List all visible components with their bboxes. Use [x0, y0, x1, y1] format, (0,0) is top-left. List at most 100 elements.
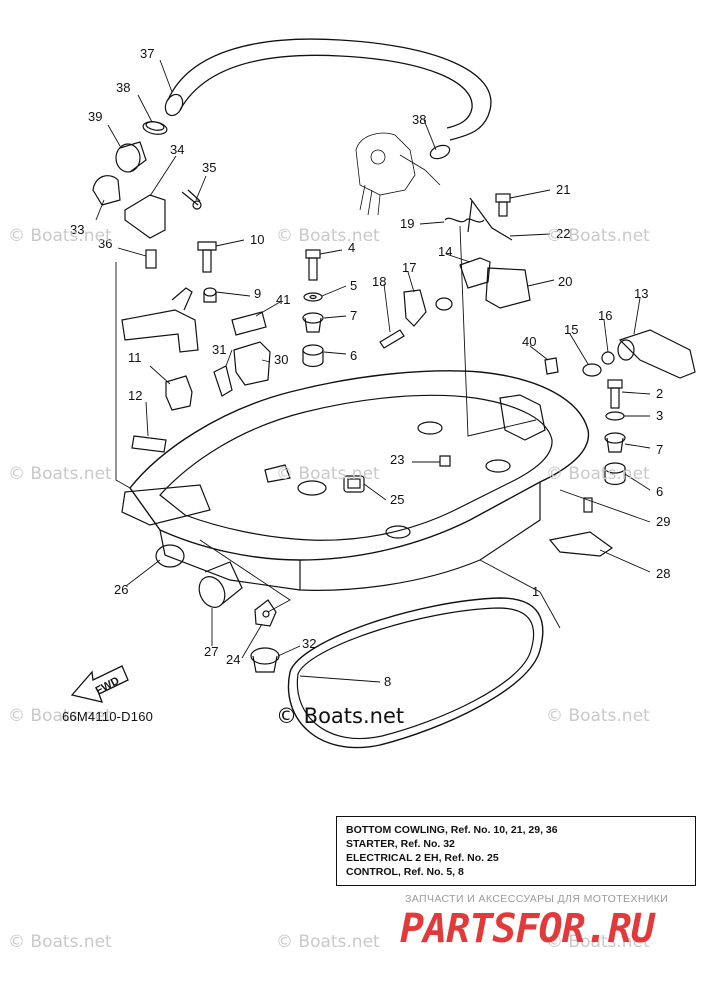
part-19	[444, 217, 485, 223]
brand-logo: PARTSFOR.RU	[400, 906, 655, 952]
callout-33: 33	[70, 222, 84, 237]
reference-line: BOTTOM COWLING, Ref. No. 10, 21, 29, 36	[346, 824, 558, 836]
watermark-main: © Boats.net	[276, 704, 405, 728]
callout-24: 24	[226, 652, 240, 667]
callout-30: 30	[274, 352, 288, 367]
callout-10: 10	[250, 232, 264, 247]
callout-38-left: 38	[116, 80, 130, 95]
watermark: © Boats.net	[276, 226, 380, 246]
watermark: © Boats.net	[546, 464, 650, 484]
part-17	[403, 289, 453, 327]
part-35	[181, 189, 202, 210]
callout-20: 20	[558, 274, 572, 289]
part-24	[254, 599, 277, 627]
diagram-code: 66M4110-D160	[62, 709, 154, 724]
part-13	[617, 329, 696, 379]
bracket-left	[121, 287, 199, 353]
callout-13: 13	[634, 286, 648, 301]
callout-17: 17	[402, 260, 416, 275]
callout-6: 6	[350, 348, 357, 363]
callout-21: 21	[556, 182, 570, 197]
part-6	[302, 344, 324, 368]
callout-22: 22	[556, 226, 570, 241]
callout-19: 19	[400, 216, 414, 231]
part-26	[155, 544, 185, 568]
part-4	[305, 249, 321, 281]
watermark: © Boats.net	[8, 932, 112, 952]
part-8-gasket	[287, 597, 544, 749]
callout-16: 16	[598, 308, 612, 323]
part-32	[250, 647, 280, 673]
callout-39: 39	[88, 109, 102, 124]
callout-31: 31	[212, 342, 226, 357]
callout-5: 5	[350, 278, 357, 293]
part-3	[605, 411, 625, 421]
callout-14: 14	[438, 244, 452, 259]
callout-15: 15	[564, 322, 578, 337]
part-10	[197, 241, 217, 273]
part-34	[124, 194, 166, 239]
clamp-38-left	[142, 121, 168, 135]
callout-3: 3	[656, 408, 663, 423]
part-5	[303, 292, 323, 302]
part-36	[145, 249, 157, 269]
watermark: © Boats.net	[546, 706, 650, 726]
callout-25: 25	[390, 492, 404, 507]
watermark: © Boats.net	[8, 226, 112, 246]
part-27	[198, 561, 243, 608]
part-15	[582, 363, 602, 377]
part-31	[213, 365, 233, 397]
watermark: © Boats.net	[546, 932, 650, 952]
fwd-arrow	[70, 665, 129, 703]
callout-27: 27	[204, 644, 218, 659]
hose-37	[164, 38, 492, 141]
part-2	[607, 379, 623, 409]
reference-line: STARTER, Ref. No. 32	[346, 838, 455, 850]
carburetor-sketch	[355, 132, 441, 216]
callout-1: 1	[532, 584, 539, 599]
watermark: © Boats.net	[546, 226, 650, 246]
brand-subtitle: ЗАПЧАСТИ И АКСЕССУАРЫ ДЛЯ МОТОТЕХНИКИ	[405, 893, 669, 905]
callout-4: 4	[348, 240, 355, 255]
callout-12: 12	[128, 388, 142, 403]
callout-7-right: 7	[656, 442, 663, 457]
callout-37: 37	[140, 46, 154, 61]
part-9	[203, 287, 217, 303]
callout-29: 29	[656, 514, 670, 529]
part-30	[233, 341, 271, 386]
callout-11: 11	[128, 350, 142, 365]
callout-6-right: 6	[656, 484, 663, 499]
part-7	[302, 312, 324, 333]
part-39	[115, 141, 147, 173]
callout-32: 32	[302, 636, 316, 651]
part-7r	[604, 432, 626, 453]
callout-38-right: 38	[412, 112, 426, 127]
part-12	[131, 435, 167, 453]
part-22	[467, 197, 513, 241]
callout-9: 9	[254, 286, 261, 301]
part-16	[601, 351, 615, 365]
part-40	[544, 357, 559, 375]
callout-18: 18	[372, 274, 386, 289]
leader-lines	[95, 59, 651, 683]
callout-35: 35	[202, 160, 216, 175]
part-41	[231, 311, 267, 336]
reference-line: CONTROL, Ref. No. 5, 8	[346, 866, 464, 878]
part-20	[485, 267, 531, 309]
callout-40: 40	[522, 334, 536, 349]
part-6r	[604, 462, 626, 486]
callout-28: 28	[656, 566, 670, 581]
callout-41: 41	[276, 292, 290, 307]
part-18	[379, 329, 405, 349]
watermark: © Boats.net	[276, 932, 380, 952]
reference-line: ELECTRICAL 2 EH, Ref. No. 25	[346, 852, 499, 864]
watermark: © Boats.net	[8, 464, 112, 484]
callout-2: 2	[656, 386, 663, 401]
clamp-38-right	[429, 144, 451, 160]
callout-23: 23	[390, 452, 404, 467]
part-21	[495, 193, 511, 217]
reference-box: BOTTOM COWLING, Ref. No. 10, 21, 29, 36 …	[336, 816, 696, 886]
part-14	[459, 257, 491, 289]
callout-numbers: 37 38 39 34 35 33 36 10 4 5 7 6 9 41 31 …	[70, 46, 670, 689]
